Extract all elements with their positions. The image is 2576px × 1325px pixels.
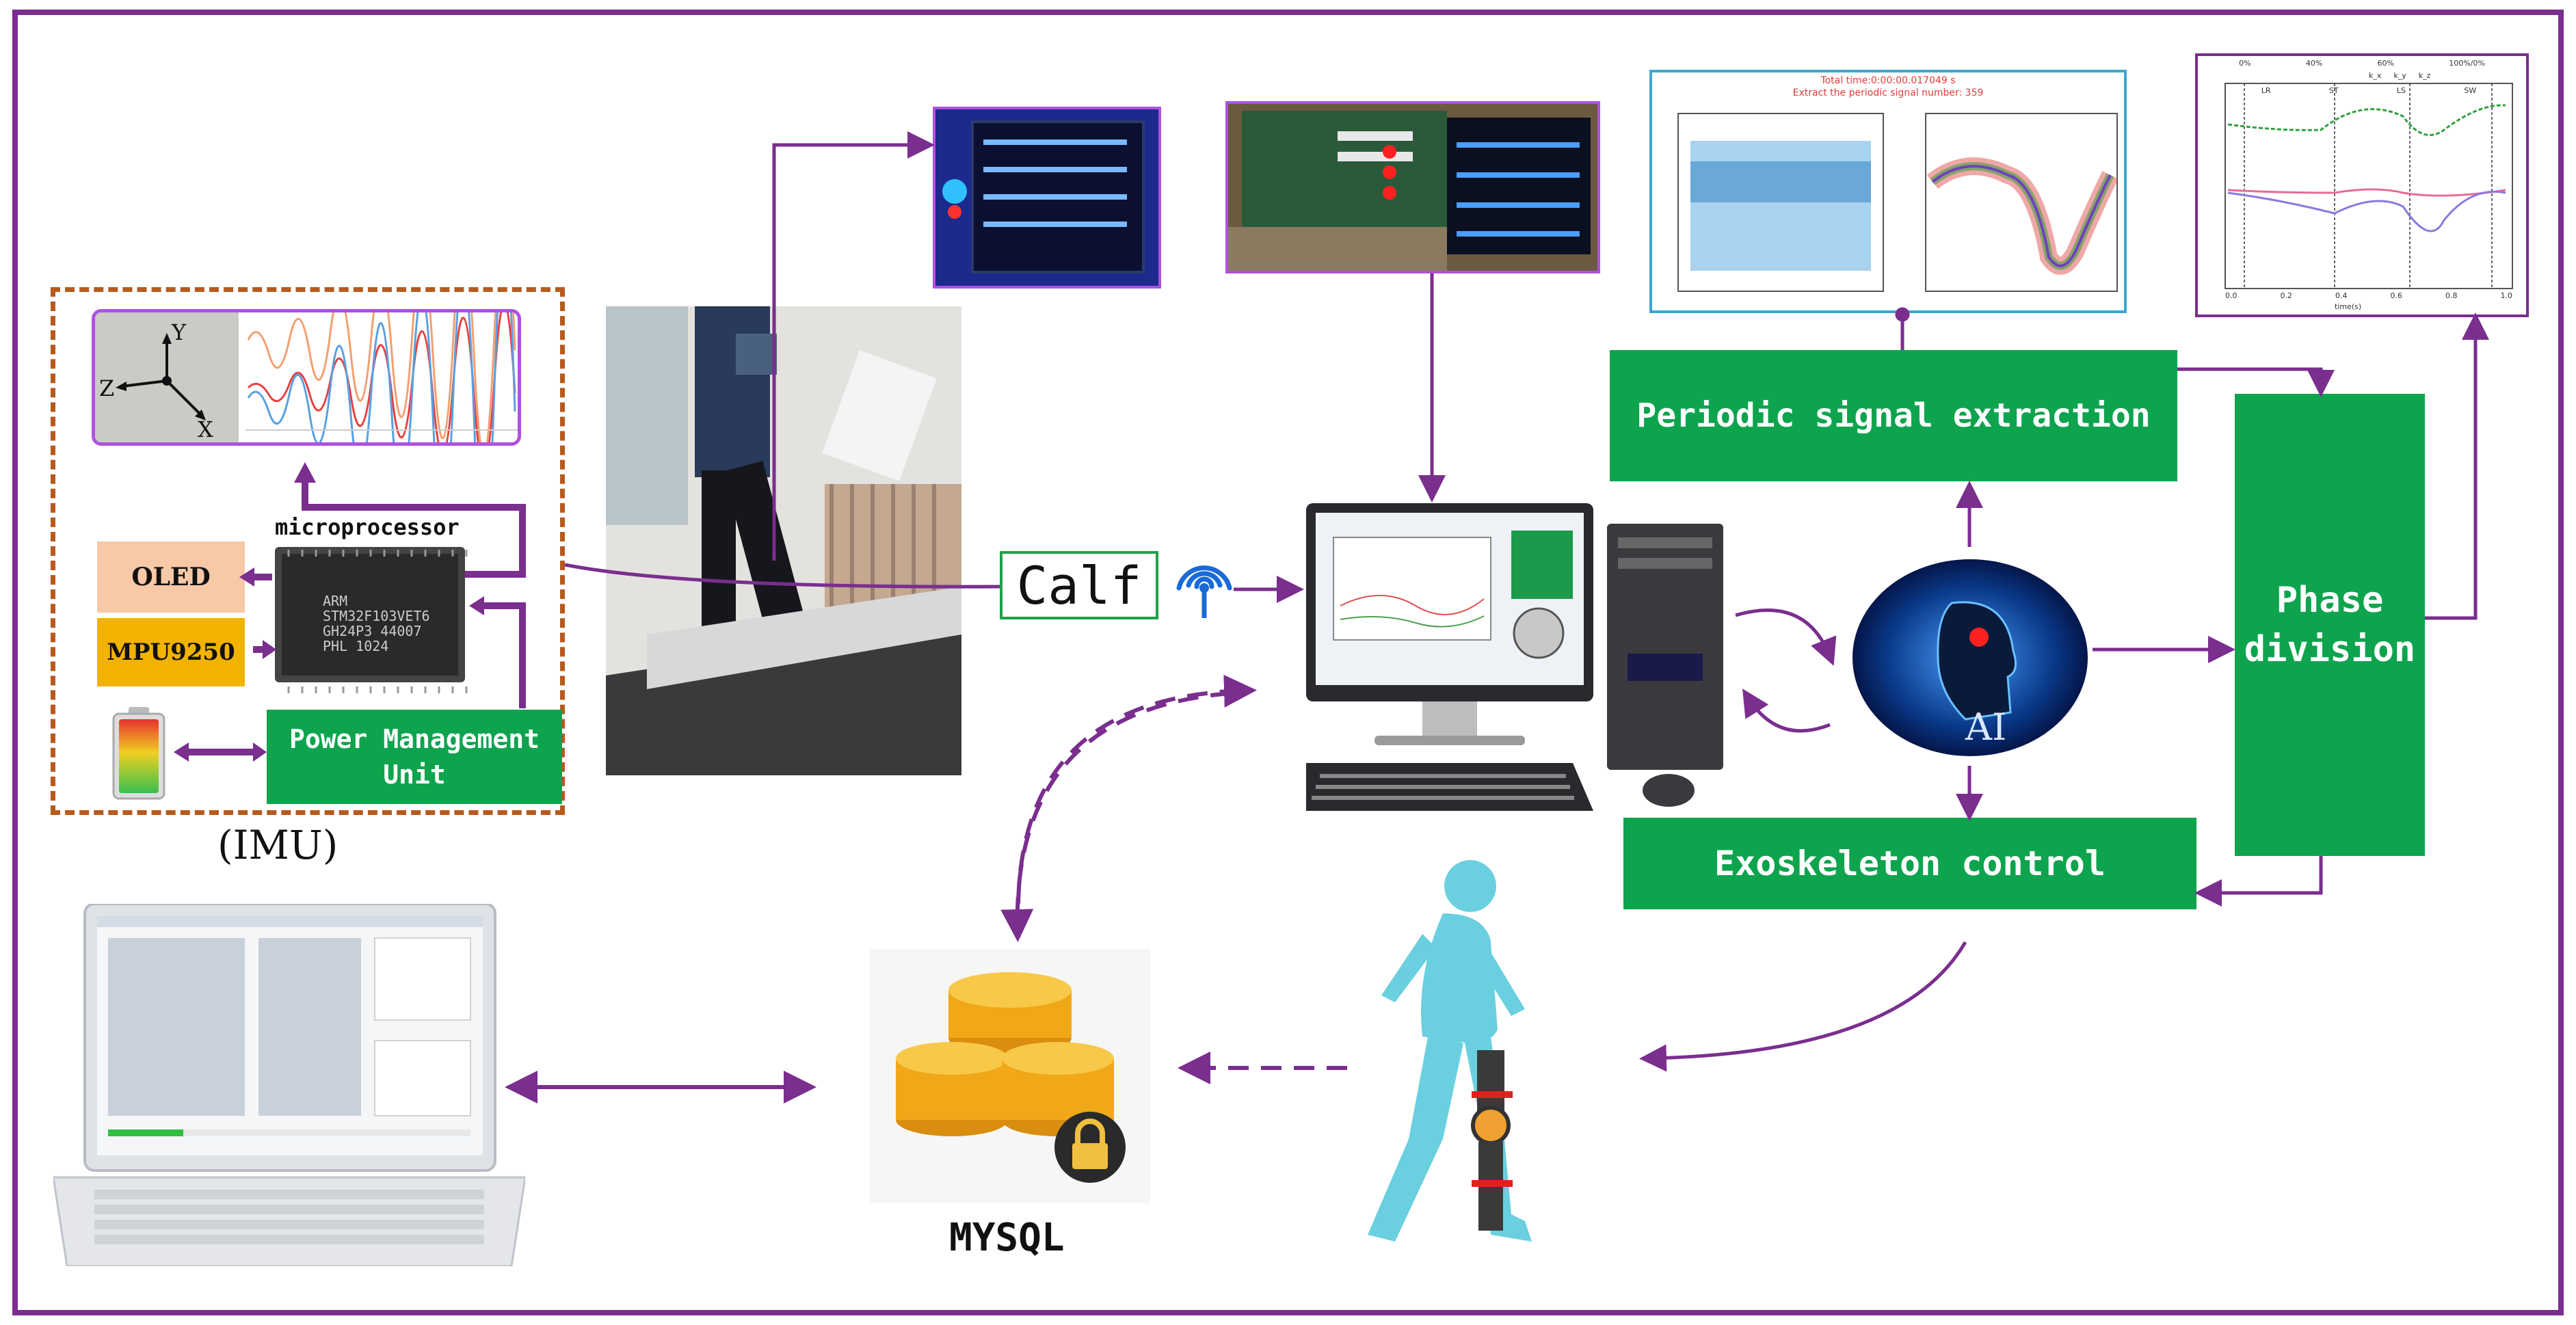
ai-brain-icon: AI (1849, 555, 2091, 760)
axis-x-label: X (198, 416, 213, 442)
phase-top-ticks: 0% 40% 60% 100%/0% (2212, 59, 2512, 68)
phase-segment-label: SW (2464, 86, 2477, 95)
exoskeleton-walker-icon (1327, 852, 1593, 1262)
circuit-board-photo (1225, 101, 1600, 273)
phase-legend: k_x k_y k_z (2369, 71, 2430, 80)
signal-title-line2: Extract the periodic signal number: 359 (1792, 88, 1984, 98)
wireless-signal-icon (1173, 552, 1235, 621)
phase-tick: 60% (2377, 59, 2394, 68)
exoskeleton-control-box: Exoskeleton control (1623, 818, 2196, 909)
oled-display-photo (933, 107, 1161, 289)
power-management-unit-box: Power Management Unit (267, 710, 562, 804)
phase-segments: LR ST LS SW (2232, 86, 2506, 95)
treadmill-photo (606, 306, 961, 775)
oled-box: OLED (97, 541, 245, 613)
laptop-software-icon (52, 902, 527, 1268)
periodic-signal-extraction-box: Periodic signal extraction (1610, 350, 2177, 481)
phase-xlabel: time(s) (2335, 302, 2362, 311)
legend-item: k_z (2418, 71, 2431, 80)
chip-marking: ARM STM32F103VET6 GH24P3 44007 PHL 1024 (323, 593, 430, 654)
calf-label: Calf (1000, 551, 1158, 619)
axis-y-label: Y (171, 319, 187, 345)
phase-tick: 0% (2239, 59, 2251, 68)
ai-label: AI (1965, 706, 2006, 749)
microprocessor-chip: ARM STM32F103VET6 GH24P3 44007 PHL 1024 (275, 547, 468, 693)
phase-segment-label: LS (2396, 86, 2406, 95)
imu-panel-border (51, 287, 565, 815)
x-tick: 0.6 (2390, 291, 2403, 300)
mysql-label: MYSQL (949, 1216, 1065, 1260)
phase-segment-label: ST (2328, 86, 2339, 95)
imu-waveforms (245, 312, 518, 442)
phase-division-box: Phase division (2235, 394, 2425, 856)
phase-x-ticks: 0.0 0.2 0.4 0.6 0.8 1.0 (2225, 291, 2512, 300)
x-tick: 1.0 (2500, 291, 2513, 300)
x-tick: 0.4 (2335, 291, 2348, 300)
axis-z-label: Z (99, 375, 114, 401)
axes-icon: Y Z X (95, 312, 239, 442)
battery-icon (109, 706, 168, 801)
signal-title-line1: Total time:0:00:00.017049 s (1820, 75, 1956, 86)
mpu9250-box: MPU9250 (97, 618, 245, 686)
imu-label: (IMU) (217, 822, 338, 868)
phase-tick: 100%/0% (2449, 59, 2485, 68)
x-tick: 0.8 (2445, 291, 2458, 300)
diagram-frame (12, 10, 2564, 1315)
database-coins-icon (870, 949, 1150, 1203)
phase-tick: 40% (2305, 59, 2323, 68)
microprocessor-label: microprocessor (275, 514, 460, 540)
legend-item: k_x (2369, 71, 2382, 80)
x-tick: 0.2 (2280, 291, 2293, 300)
desktop-computer-icon (1292, 503, 1723, 811)
legend-item: k_y (2393, 71, 2406, 80)
periodic-signal-chart: Total time:0:00:00.017049 s Extract the … (1649, 70, 2127, 313)
imu-signal-chart: Y Z X (92, 309, 521, 446)
phase-segment-label: LR (2261, 86, 2271, 95)
x-tick: 0.0 (2225, 291, 2238, 300)
